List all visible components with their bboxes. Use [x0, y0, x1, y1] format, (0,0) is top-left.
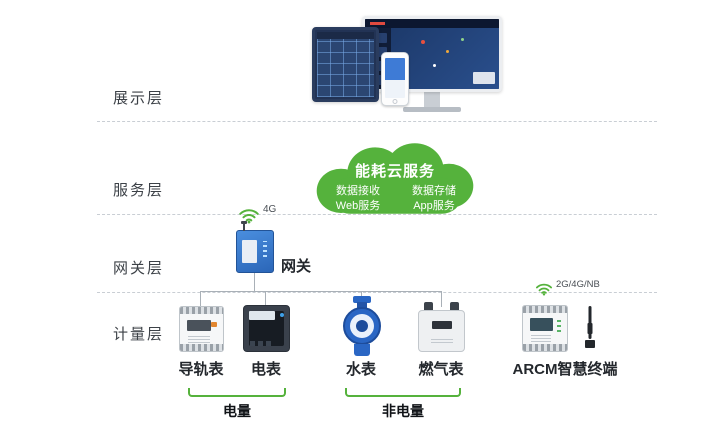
layer-divider-2: [97, 214, 657, 215]
antenna-icon: [584, 306, 595, 352]
map-marker: [433, 64, 436, 67]
layer-divider-1: [97, 121, 657, 122]
meter-keys: [250, 341, 274, 346]
din-rail-meter-device: [179, 306, 224, 352]
layer-label-gateway: 网关层: [113, 260, 165, 277]
meter-lcd: [187, 320, 211, 331]
gas-pipe: [450, 302, 459, 311]
connector-drop-din: [200, 291, 201, 307]
meter-led-strip: [557, 319, 561, 332]
antenna-mid: [587, 323, 592, 334]
antenna-rod: [588, 306, 591, 339]
bracket-electric: [188, 388, 286, 397]
bracket-non-electric: [345, 388, 461, 397]
gas-pipe: [424, 302, 433, 311]
meter-text-lines: [430, 339, 453, 343]
gateway-network-label: 4G: [263, 204, 277, 215]
gateway-led-strip: [263, 241, 267, 257]
cloud-title: 能耗云服务: [354, 163, 435, 180]
meter-button: [211, 322, 217, 327]
monitor-header-bar: [365, 19, 499, 28]
tablet-device: [312, 27, 379, 102]
water-meter-base: [354, 344, 370, 356]
meter-display: [431, 321, 452, 329]
monitor-base: [403, 107, 461, 112]
phone-home-button: [392, 99, 398, 104]
connector-gateway-drop: [254, 273, 255, 291]
meter-label-din: 导轨表: [178, 361, 224, 378]
monitor-panel: [473, 72, 495, 84]
cloud-item-data-store: 数据存储: [412, 185, 456, 197]
meter-label-power: 电表: [250, 361, 282, 378]
phone-screen: [385, 58, 405, 98]
cloud-item-app-service: App服务: [413, 200, 455, 212]
gas-meter-body: [418, 310, 465, 352]
meter-label-water: 水表: [345, 361, 377, 378]
terminal-strip: [523, 306, 567, 313]
monitor-stand: [424, 92, 440, 107]
group-label-electric: 电量: [223, 403, 251, 419]
water-meter-neck: [357, 302, 367, 309]
group-label-non-electric: 非电量: [382, 403, 424, 419]
meter-text-lines: [188, 336, 210, 343]
gateway-front-panel: [242, 240, 257, 263]
layer-label-display: 展示层: [113, 90, 165, 107]
water-meter-cap: [353, 296, 371, 303]
monitor-logo: [370, 22, 385, 25]
cloud-item-web-service: Web服务: [335, 200, 381, 212]
arcm-terminal-device: [522, 305, 568, 352]
gateway-device: [236, 221, 274, 273]
water-meter-device: [341, 296, 383, 356]
cloud-shape: [316, 143, 474, 214]
wifi-icon: [535, 283, 553, 296]
connector-drop-power: [265, 291, 266, 307]
terminal-strip: [180, 344, 223, 351]
phone-device: [381, 52, 409, 106]
tablet-header-bar: [317, 32, 374, 39]
connector-bus: [200, 291, 442, 292]
arcm-network-label: 2G/4G/NB: [556, 279, 600, 290]
water-meter-dial: [343, 307, 381, 345]
layer-label-metering: 计量层: [113, 326, 165, 343]
meter-label-gas: 燃气表: [418, 361, 464, 378]
gas-meter-device: [418, 302, 465, 352]
map-marker: [461, 38, 464, 41]
map-marker: [421, 40, 425, 44]
meter-text-lines: [531, 335, 551, 342]
terminal-strip: [523, 344, 567, 351]
cloud-item-data-receive: 数据接收: [336, 185, 380, 197]
wifi-icon: [239, 209, 259, 224]
meter-label-arcm: ARCM智慧终端: [512, 361, 618, 378]
layer-label-service: 服务层: [113, 182, 165, 199]
meter-display: [249, 311, 275, 320]
power-meter-device: [243, 305, 290, 352]
meter-indicator: [280, 313, 284, 317]
cloud-service: 能耗云服务 数据接收 Web服务 数据存储 App服务: [305, 140, 485, 222]
layer-divider-3: [97, 292, 657, 293]
meter-lcd: [530, 318, 553, 331]
map-marker: [446, 50, 449, 53]
tablet-screen: [317, 32, 374, 97]
gateway-label: 网关: [281, 258, 312, 275]
connector-drop-gas: [441, 291, 442, 307]
gateway-antenna-icon: [241, 221, 247, 231]
monitor-map-area: [391, 28, 499, 89]
antenna-base: [584, 340, 595, 348]
terminal-strip: [180, 307, 223, 314]
